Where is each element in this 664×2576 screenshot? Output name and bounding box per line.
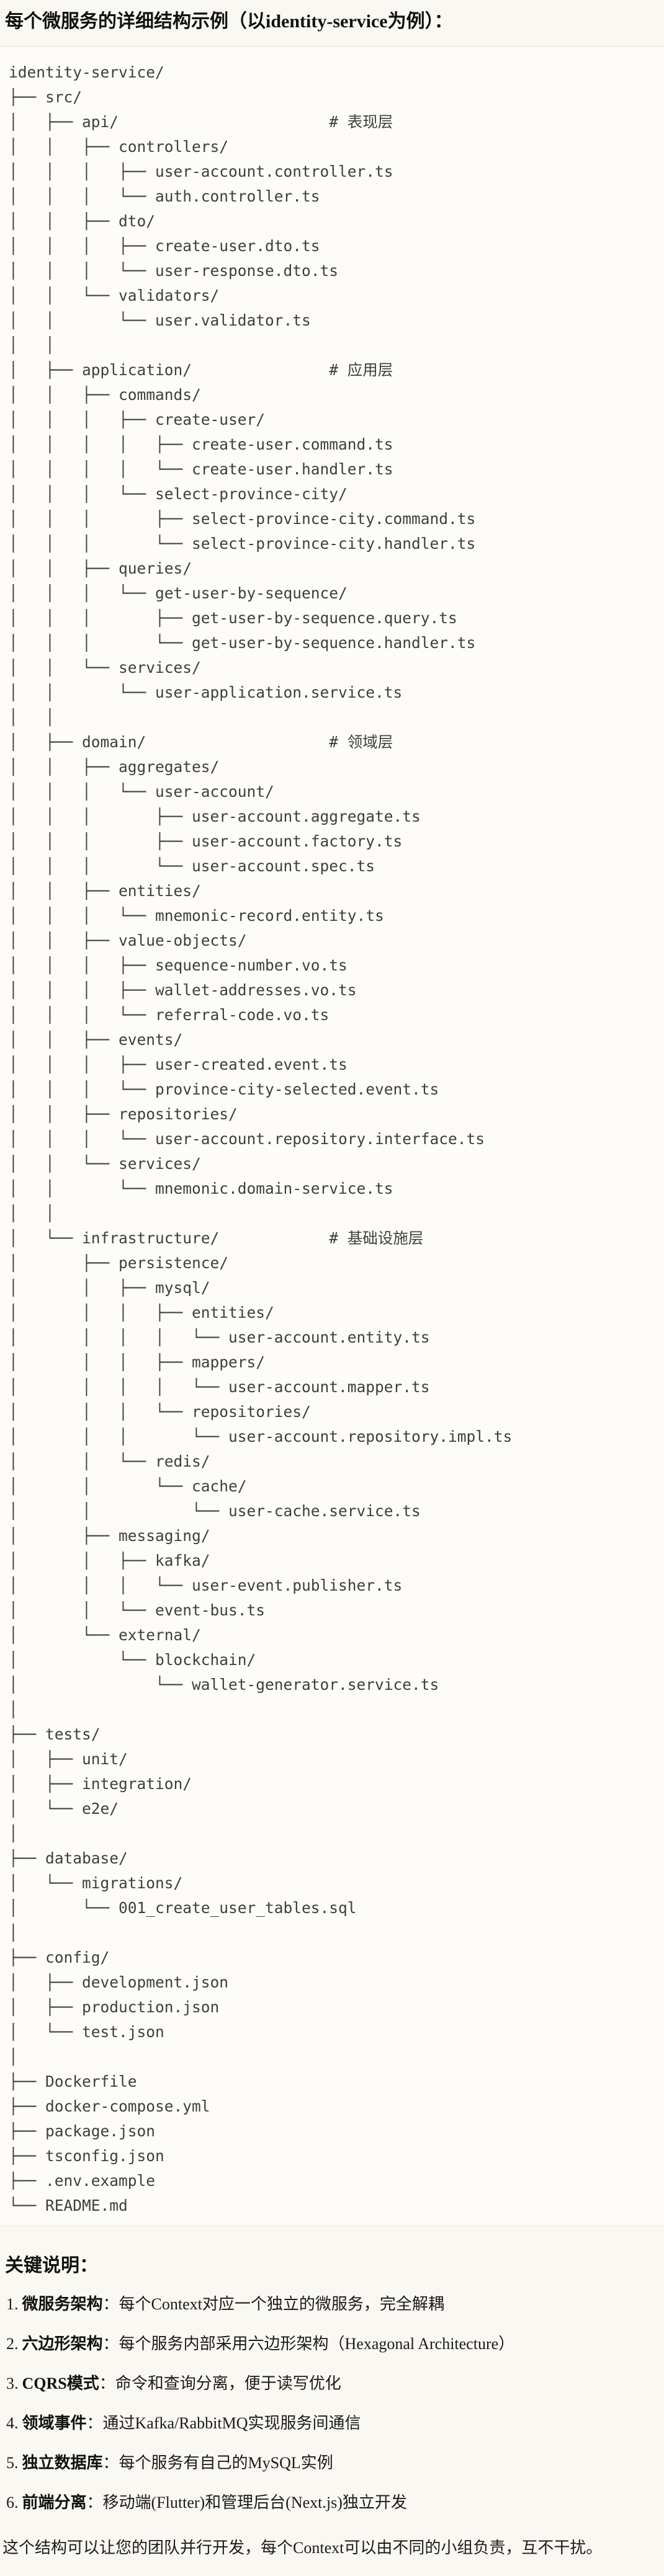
note-number: 2. [6,2334,19,2353]
note-description: 每个服务内部采用六边形架构（Hexagonal Architecture） [119,2334,515,2353]
note-number: 6. [6,2493,19,2512]
notes-heading: 关键说明： [5,2255,98,2276]
note-item: 6.前端分离：移动端(Flutter)和管理后台(Next.js)独立开发 [6,2492,658,2515]
note-number: 3. [6,2374,19,2392]
note-description: 每个Context对应一个独立的微服务，完全解耦 [119,2295,444,2313]
note-number: 5. [6,2453,19,2472]
note-separator: ： [102,2453,119,2472]
page-title: 每个微服务的详细结构示例（以identity-service为例）： [5,11,453,32]
note-number: 4. [6,2414,19,2432]
note-description: 每个服务有自己的MySQL实例 [119,2453,333,2472]
notes-list: 1.微服务架构：每个Context对应一个独立的微服务，完全解耦 2.六边形架构… [0,2293,664,2514]
note-label: 独立数据库 [22,2453,103,2472]
note-item: 5.独立数据库：每个服务有自己的MySQL实例 [6,2452,658,2475]
file-tree-code-block: identity-service/ ├── src/ │ ├── api/ # … [0,46,664,2226]
note-item: 4.领域事件：通过Kafka/RabbitMQ实现服务间通信 [6,2412,658,2435]
note-number: 1. [6,2295,19,2313]
closing-note: 这个结构可以让您的团队并行开发，每个Context可以由不同的小组负责，互不干扰… [2,2539,603,2557]
file-tree: identity-service/ ├── src/ │ ├── api/ # … [9,63,513,2214]
note-label: 领域事件 [22,2414,87,2432]
note-separator: ： [86,2414,103,2432]
note-description: 移动端(Flutter)和管理后台(Next.js)独立开发 [102,2493,407,2512]
note-label: 微服务架构 [22,2295,103,2313]
note-separator: ： [102,2295,119,2313]
note-separator: ： [102,2334,119,2353]
note-item: 2.六边形架构：每个服务内部采用六边形架构（Hexagonal Architec… [6,2333,658,2356]
note-label: CQRS模式 [22,2374,99,2392]
note-label: 六边形架构 [22,2334,103,2353]
note-separator: ： [99,2374,115,2392]
note-item: 3.CQRS模式：命令和查询分离，便于读写优化 [6,2373,658,2396]
note-label: 前端分离 [22,2493,87,2512]
note-item: 1.微服务架构：每个Context对应一个独立的微服务，完全解耦 [6,2293,658,2316]
note-separator: ： [86,2493,103,2512]
note-description: 命令和查询分离，便于读写优化 [115,2374,341,2392]
note-description: 通过Kafka/RabbitMQ实现服务间通信 [102,2414,361,2432]
